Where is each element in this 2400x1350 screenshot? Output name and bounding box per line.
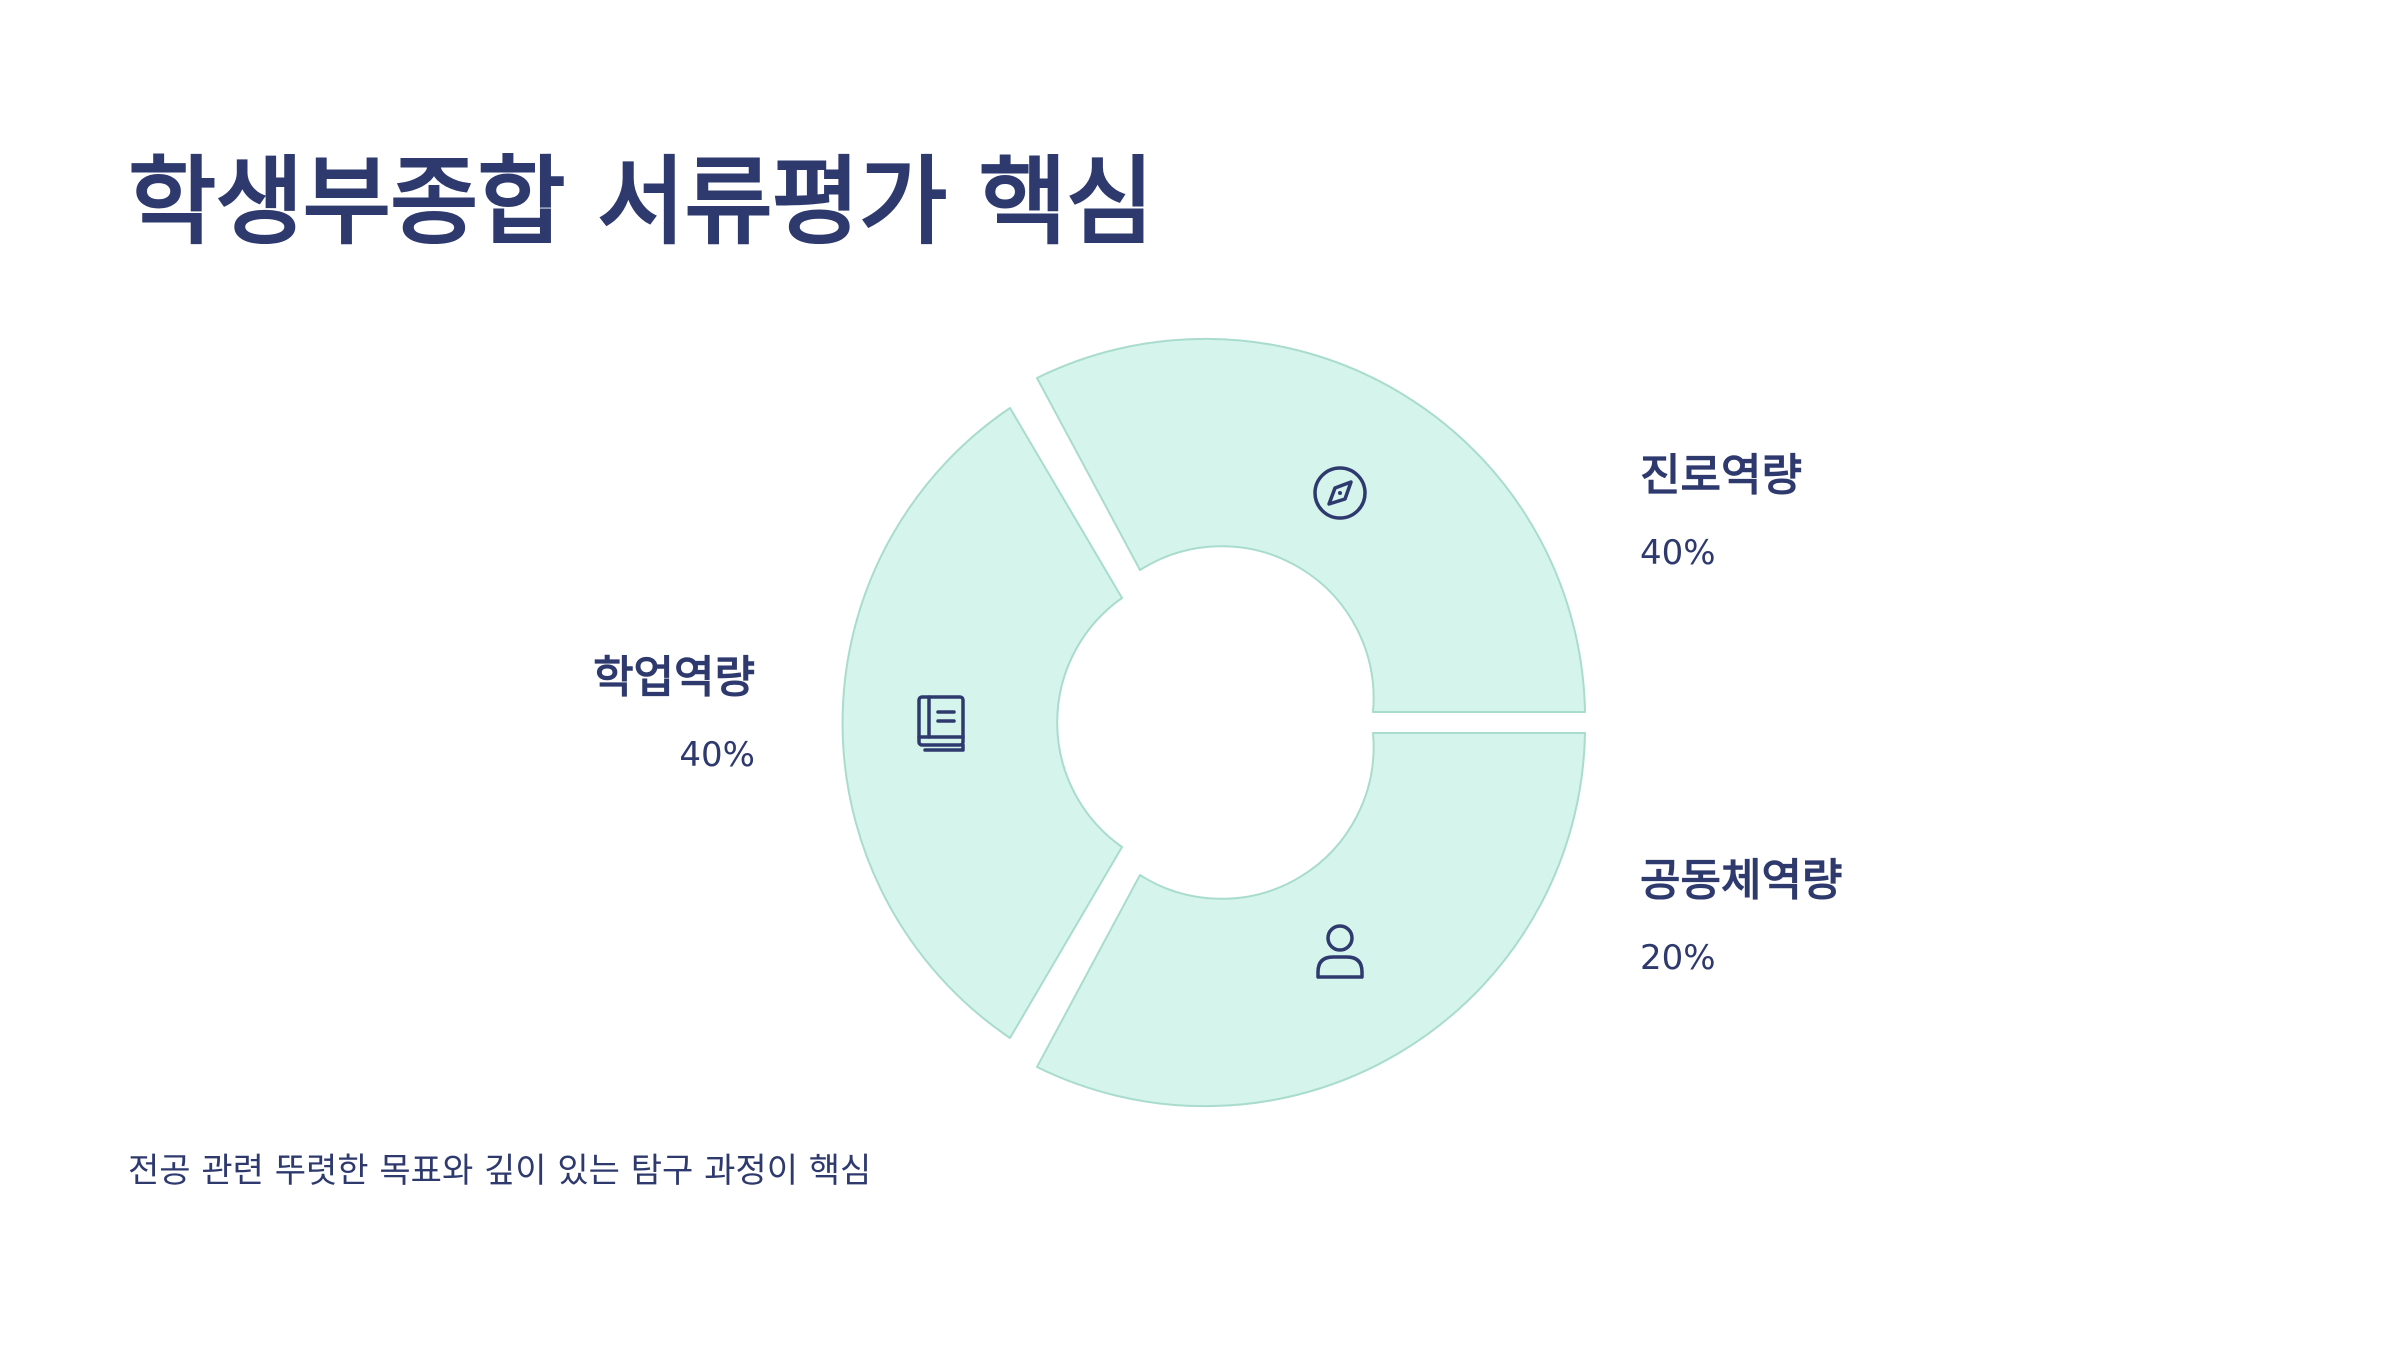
label-community: 공동체역량 20%: [1640, 855, 1842, 979]
book-icon: [917, 695, 965, 752]
label-academic-value: 40%: [679, 734, 755, 775]
label-academic: 학업역량 40%: [593, 652, 755, 776]
segment-community: [1036, 732, 1586, 1108]
label-career: 진로역량 40%: [1640, 450, 1802, 574]
label-community-value: 20%: [1640, 937, 1716, 978]
compass-icon: [1313, 466, 1367, 520]
segment-academic: [841, 407, 1123, 1039]
page-title: 학생부종합 서류평가 핵심: [128, 146, 1154, 258]
label-academic-name: 학업역량: [593, 652, 755, 703]
label-community-name: 공동체역량: [1640, 855, 1843, 906]
label-career-value: 40%: [1640, 532, 1716, 573]
footnote: 전공 관련 뚜렷한 목표와 깊이 있는 탐구 과정이 핵심: [128, 1151, 872, 1191]
person-icon: [1316, 924, 1364, 979]
segment-career: [1036, 337, 1586, 713]
label-career-name: 진로역량: [1640, 450, 1802, 501]
